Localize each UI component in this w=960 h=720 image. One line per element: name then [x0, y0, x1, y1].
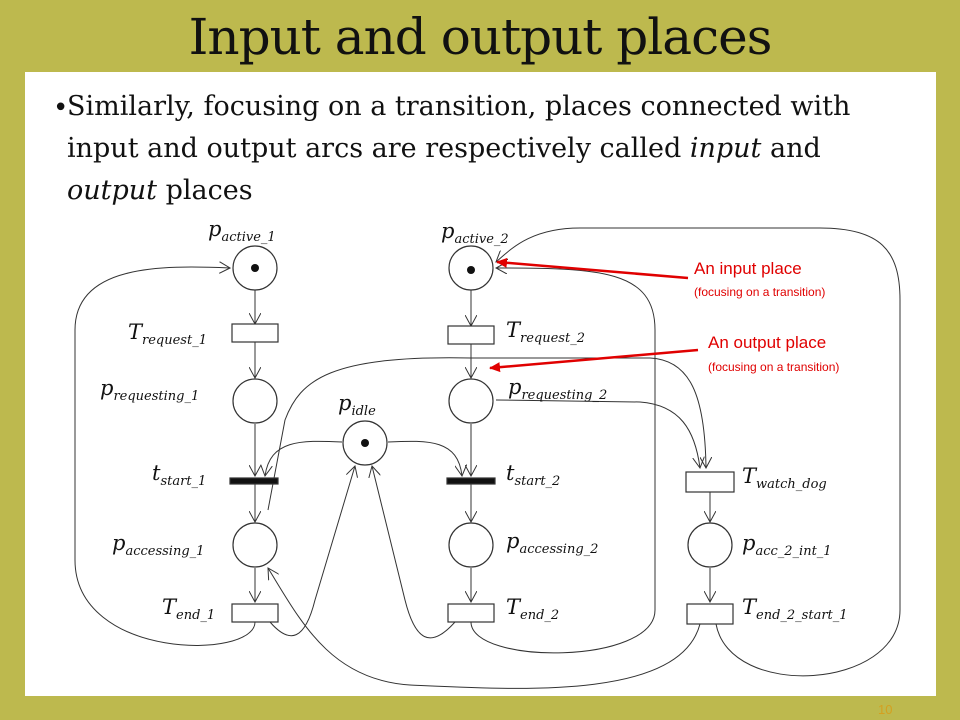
annotations: An input place (focusing on a transition…	[489, 257, 839, 374]
place-paccessing1	[232, 522, 278, 568]
arc-twatchdog-input	[471, 357, 706, 468]
output-place-title: An output place	[708, 333, 826, 352]
place-paccessing2	[448, 522, 494, 568]
output-place-pointer	[489, 348, 699, 373]
token-pactive1	[251, 264, 259, 272]
bullet-text-part-2: and	[761, 133, 821, 164]
transition-trequest2	[447, 325, 495, 345]
bullet-emphasis-input: input	[689, 133, 762, 164]
label-pactive1: pactive_1	[208, 217, 276, 245]
label-trequest1: Trequest_1	[128, 320, 207, 348]
token-pidle	[361, 439, 369, 447]
input-place-note: (focusing on a transition)	[694, 285, 825, 299]
content-area: • Similarly, focusing on a transition, p…	[25, 72, 936, 696]
bullet-text-part-3: places	[157, 175, 253, 206]
arc-tend2start1-pactive2	[496, 227, 901, 677]
places	[232, 245, 733, 568]
arc-tend1-pidle	[269, 466, 355, 637]
labels: pactive_1 pactive_2 Trequest_1 Trequest_…	[100, 217, 848, 623]
arc-tend1-pactive1	[74, 267, 256, 646]
label-prequesting1: prequesting_1	[100, 376, 199, 404]
input-place-pointer	[496, 257, 689, 280]
label-pidle: pidle	[338, 391, 376, 419]
transition-tstart1	[229, 477, 279, 485]
arc-tend2-pactive2	[470, 268, 656, 654]
label-tend1: Tend_1	[162, 595, 215, 623]
label-trequest2: Trequest_2	[506, 318, 585, 346]
bullet-emphasis-output: output	[67, 175, 158, 206]
slide-number: 10	[878, 702, 893, 717]
label-prequesting2: prequesting_2	[508, 375, 607, 403]
transition-tend2start1	[686, 603, 734, 625]
label-tstart2: tstart_2	[506, 461, 560, 489]
place-pacc2int1	[687, 522, 733, 568]
bullet-marker: •	[53, 93, 69, 123]
transitions	[229, 323, 735, 625]
arcs	[74, 227, 901, 689]
transition-tend2	[447, 603, 495, 623]
label-twatchdog: Twatch_dog	[742, 464, 827, 492]
arc-pidle-tstart1	[265, 440, 343, 476]
arc-tend2-pidle	[372, 466, 456, 639]
input-place-title: An input place	[694, 259, 802, 278]
slide-title: Input and output places	[188, 8, 773, 66]
transition-twatchdog	[685, 471, 735, 493]
token-pactive2	[467, 266, 475, 274]
label-tend2: Tend_2	[506, 595, 559, 623]
label-tstart1: tstart_1	[152, 461, 206, 489]
arc-pactive2-twatchdog	[267, 357, 472, 511]
arc-pidle-tstart2	[387, 440, 462, 476]
label-paccessing1: paccessing_1	[112, 531, 204, 559]
petri-net-diagram: pactive_1 pactive_2 Trequest_1 Trequest_…	[74, 217, 901, 689]
label-pacc2int1: pacc_2_int_1	[742, 531, 832, 559]
label-paccessing2: paccessing_2	[506, 529, 598, 557]
tokens	[251, 264, 475, 447]
bullet-text-part-1: Similarly, focusing on a transition, pla…	[67, 91, 851, 164]
transition-tend1	[231, 603, 279, 623]
place-prequesting2	[448, 378, 494, 424]
label-tend2start1: Tend_2_start_1	[742, 595, 848, 623]
arc-tend2start1-paccessing1	[268, 568, 701, 689]
transition-tstart2	[446, 477, 496, 485]
output-place-note: (focusing on a transition)	[708, 360, 839, 374]
place-prequesting1	[232, 378, 278, 424]
bullet-text: Similarly, focusing on a transition, pla…	[67, 86, 927, 212]
arc-prequesting2-twatchdog	[495, 399, 700, 468]
label-pactive2: pactive_2	[441, 219, 509, 247]
transition-trequest1	[231, 323, 279, 343]
